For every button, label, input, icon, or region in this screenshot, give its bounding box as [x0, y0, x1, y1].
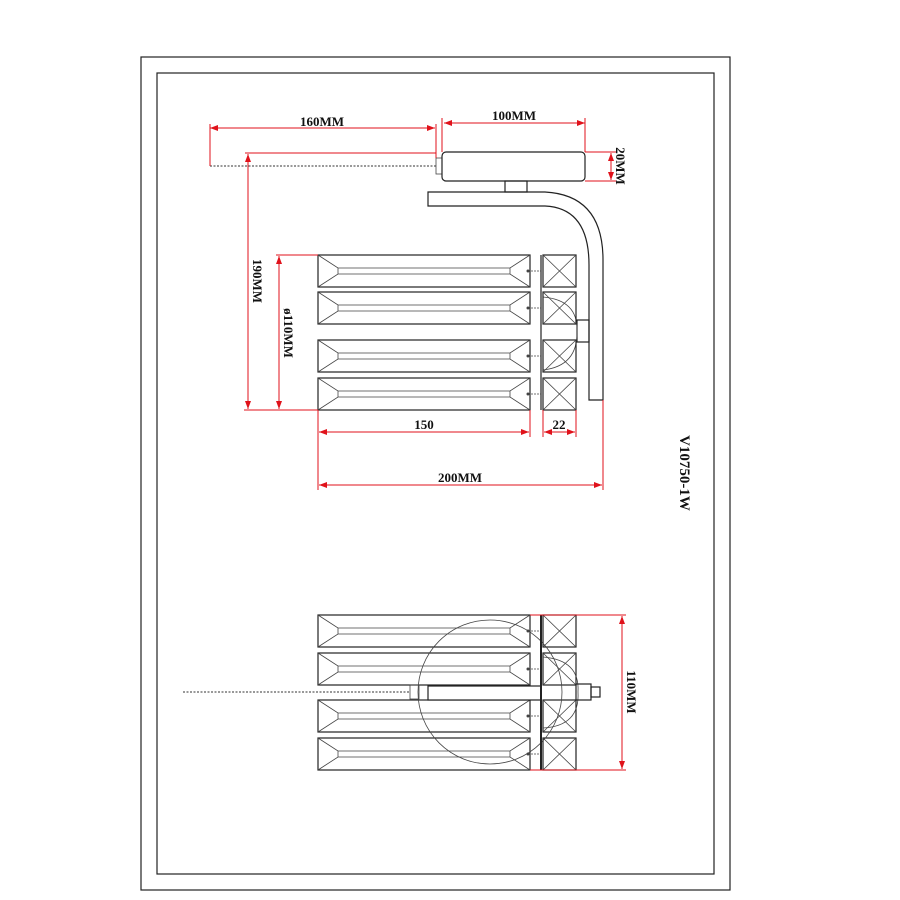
arm-top: [427, 685, 542, 701]
crystal-end-block: [542, 699, 577, 733]
crystal-bar: [317, 377, 531, 411]
crystal-bar: [317, 291, 531, 325]
shade-circle: [417, 619, 563, 765]
stem: [504, 180, 528, 193]
canopy: [441, 151, 586, 182]
crystal-end-block: [542, 377, 577, 411]
crystal-hook: [526, 667, 541, 671]
crystal-hook: [526, 392, 541, 396]
dim-projection: 200MM: [438, 470, 482, 485]
crystal-hook: [526, 269, 541, 273]
chain-nut: [435, 157, 443, 175]
outer-border: [140, 56, 731, 891]
dim-canopy-height: 20MM: [613, 147, 628, 185]
arm-knob: [576, 319, 590, 343]
knob-tip-top: [590, 686, 601, 698]
crystal-end-block: [542, 254, 577, 288]
model-code: V10750-1W: [676, 435, 692, 511]
side-view: 160MM 100MM 20MM 190MM ø110MM 150 22 200…: [209, 108, 628, 490]
crystal-end-block: [542, 339, 577, 373]
shade-dome: [542, 296, 578, 371]
top-view: 110MM: [183, 614, 639, 771]
crystal-bar: [317, 737, 531, 771]
crystal-hook: [526, 354, 541, 358]
dim-end-block: 22: [553, 417, 566, 432]
shade-dome-top: [542, 656, 579, 729]
inner-border: [156, 72, 715, 875]
crystal-hook: [526, 752, 541, 756]
crystal-end-block: [542, 737, 577, 771]
dim-top-width: 110MM: [624, 670, 639, 713]
crystal-end-block: [542, 291, 577, 325]
crystal-bar: [317, 254, 531, 288]
dim-chain-length: 160MM: [300, 114, 344, 129]
crystal-hook: [526, 306, 541, 310]
crystal-bar: [317, 652, 531, 686]
dim-crystal-length: 150: [414, 417, 434, 432]
dim-shade-diameter: ø110MM: [281, 308, 296, 358]
crystal-end-block: [542, 614, 577, 648]
crystal-bar: [317, 339, 531, 373]
crystal-end-block: [542, 652, 577, 686]
dim-canopy-width: 100MM: [492, 108, 536, 123]
arm: [427, 191, 604, 401]
chain-nut-top: [409, 684, 420, 700]
dim-total-height: 190MM: [250, 259, 265, 303]
crystal-bar: [317, 699, 531, 733]
crystal-bar: [317, 614, 531, 648]
crystal-hook: [526, 714, 541, 718]
